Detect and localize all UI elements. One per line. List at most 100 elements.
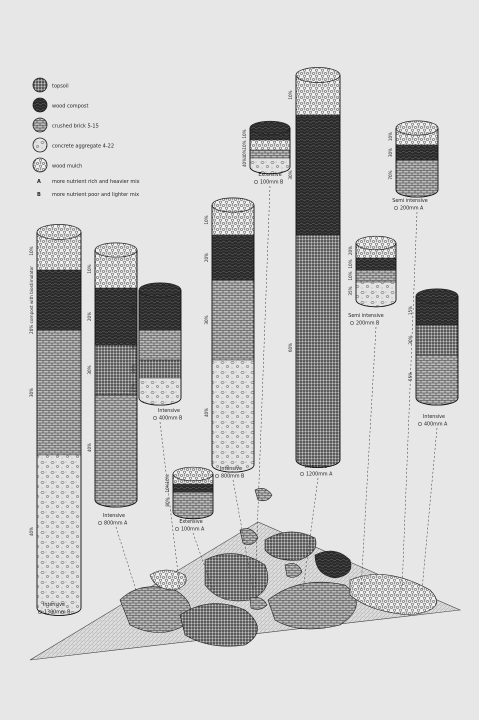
column-top [172,466,214,482]
layer-percentage-label: 10% [348,259,353,268]
column-marker [215,474,219,478]
column-marker [98,521,102,525]
layer-percentage-label: 15% [408,306,413,315]
column-name: Intensive [305,464,327,470]
column-outline [415,296,459,406]
leader-line [159,421,181,591]
column-top [295,67,341,83]
column-name: Intensive [158,408,180,414]
layer-percentage-label: 10% [388,132,393,141]
layer-crushed-brick [94,394,138,508]
column-spec: 1200mm A [306,472,333,478]
layer-concrete [211,359,255,473]
layer-percentage-label: 15% [131,305,136,314]
layer-percentage-label: 10% [348,271,353,280]
column-spec: 800mm B [221,474,244,480]
column-top [355,235,397,251]
legend-item-crushed-brick: crushed brick 5-15 [32,117,99,133]
legend-item-wood-compost: wood compost [32,97,88,113]
layer-percentage-label: 20% [204,253,209,262]
layer-crushed-brick [172,491,214,520]
layer-percentage-label: 10% [165,483,170,492]
column-spec: 100mm B [260,180,283,186]
column-spec: 800mm A [104,521,128,527]
layer-percentage-label: 30% [388,148,393,157]
column-top [36,224,82,240]
planting-island [239,528,259,545]
planting-island [119,586,191,633]
column-top [211,197,255,213]
legend-swatch [32,117,48,133]
column-outline [172,474,214,520]
column-marker [394,206,398,210]
leader-line [401,211,418,591]
mix-note-label: more nutrient rich and heavier mix [52,179,140,185]
legend-label: crushed brick 5-15 [52,124,99,130]
legend-label: topsoil [52,84,69,90]
mix-note-letter: A [37,179,41,185]
column-intensive-1300-b: 10%20% compost with biostimulator30%40%I… [29,224,82,616]
column-outline [94,250,138,508]
legend-label: concrete aggregate 4-22 [52,144,114,150]
layer-wood-compost [295,114,341,243]
planting-island [254,488,273,502]
layer-percentage-label: 10% [29,246,34,255]
layer-crushed-brick [211,279,255,368]
layer-percentage-label: 30% [29,388,34,397]
layer-percentage-label: 30% [288,170,293,179]
column-name: Intensive [103,513,125,519]
soil-columns: 10%20% compost with biostimulator30%40%I… [29,67,459,616]
planting-islands [119,488,437,647]
legend-label: wood compost [52,104,88,110]
layer-percentage-label: 70% [388,170,393,179]
column-spec: 1300mm B [44,610,70,616]
layer-percentage-label: 20% [348,246,353,255]
layer-percentage-label: 10% [242,140,247,149]
layer-percentage-label: 60% [288,343,293,352]
column-marker [175,527,179,531]
column-spec: 100mm A [181,527,205,533]
layer-percentage-label: 10% [165,474,170,483]
column-outline [36,232,82,616]
layer-percentage-label: 40% [204,408,209,417]
column-marker [254,180,258,184]
layer-topsoil [295,234,341,468]
column-marker [38,610,42,614]
planting-island [264,531,317,561]
layer-concrete [138,377,182,406]
leader-line [421,427,438,591]
planting-island [249,597,268,610]
layer-percentage-label: 10% [204,215,209,224]
legend-item-wood-mulch: wood mulch [32,157,82,173]
column-top [415,288,459,304]
leader-line [302,477,319,591]
column-outline [295,75,341,468]
layer-crushed-brick [36,329,82,463]
column-name: Intensive [43,602,65,608]
column-top [94,242,138,258]
layer-crushed-brick [395,159,439,198]
leader-line [232,479,254,591]
planting-island [267,581,357,630]
column-top [249,120,291,136]
leader-line [360,326,377,591]
column-spec: 400mm A [424,422,448,428]
column-outline [211,205,255,473]
planting-island [349,574,437,616]
legend-swatch [32,97,48,113]
column-top [395,120,439,136]
planting-island [284,563,303,578]
planting-island [179,603,258,647]
column-outline [249,128,291,175]
layer-percentage-label: 30% [204,315,209,324]
legend-swatch [32,157,48,173]
planting-island [149,569,187,591]
